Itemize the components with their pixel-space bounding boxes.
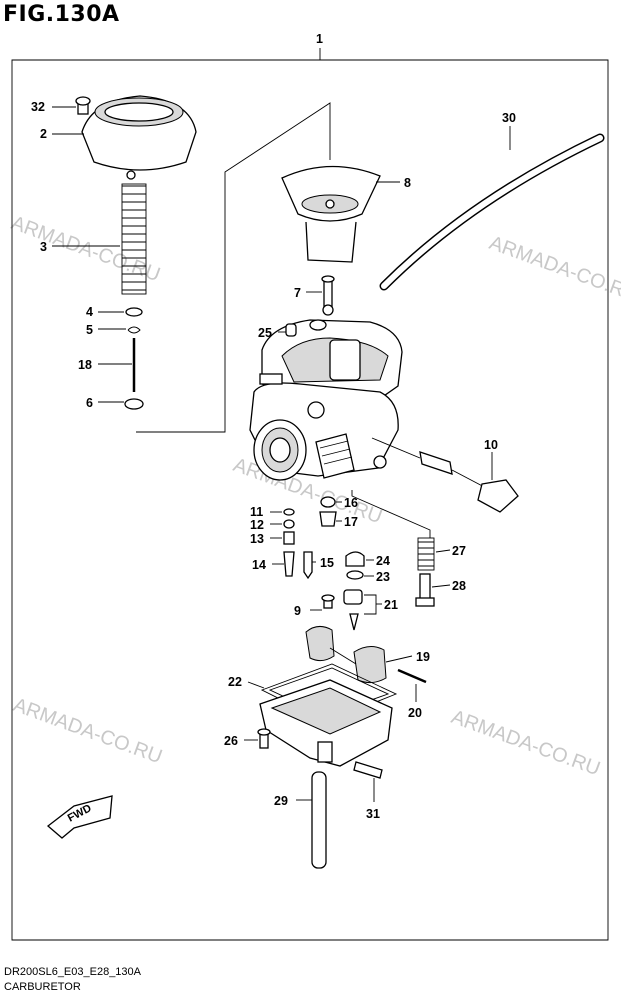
starter-cable-part: [371, 437, 519, 513]
washer-part: [346, 570, 364, 580]
callout-7: 7: [294, 286, 301, 300]
screw-part: [257, 728, 271, 749]
callout-26: 26: [224, 734, 238, 748]
main-jet-part: [345, 551, 365, 567]
plug-part: [285, 323, 297, 337]
needle-valve-part: [343, 589, 363, 605]
clip-part: [127, 326, 141, 334]
washer-part: [125, 307, 143, 317]
spring-part: [121, 183, 147, 295]
assembly-frame: [11, 48, 609, 941]
callout-4: 4: [86, 305, 93, 319]
watermark: ARMADA-CO.RU: [10, 694, 165, 768]
callout-6: 6: [86, 396, 93, 410]
needle-jet-part: [319, 511, 337, 527]
leader-lines: [52, 106, 511, 802]
watermark: ARMADA-CO.RU: [8, 212, 163, 286]
top-cap-part: [81, 95, 197, 180]
diagram-code: DR200SL6_E03_E28_130A: [4, 966, 142, 978]
callout-8: 8: [404, 176, 411, 190]
callout-15: 15: [320, 556, 334, 570]
screw-part: [321, 594, 335, 609]
callout-2: 2: [40, 127, 47, 141]
float-pin-part: [397, 668, 427, 684]
watermark: ARMADA-CO.RU: [486, 232, 621, 306]
callout-10: 10: [484, 438, 498, 452]
callout-32: 32: [31, 100, 45, 114]
callout-5: 5: [86, 323, 93, 337]
drain-screw-part: [353, 761, 383, 779]
watermark: ARMADA-CO.RU: [448, 706, 603, 780]
callout-31: 31: [366, 807, 380, 821]
diaphragm-piston-part: [281, 165, 381, 263]
callout-30: 30: [502, 111, 516, 125]
callout-24: 24: [376, 554, 390, 568]
carburetor-body: [249, 319, 403, 481]
callout-3: 3: [40, 240, 47, 254]
pilot-screw-part: [283, 551, 295, 577]
callout-11: 11: [250, 505, 263, 519]
callout-29: 29: [274, 794, 288, 808]
callout-9: 9: [294, 604, 301, 618]
float-part: [305, 626, 387, 684]
screw-part: [321, 275, 335, 316]
top-group-bracket: [136, 102, 331, 433]
callout-22: 22: [228, 675, 242, 689]
callout-21: 21: [384, 598, 398, 612]
callout-18: 18: [78, 358, 92, 372]
needle-seat-part: [124, 398, 144, 410]
callout-28: 28: [452, 579, 466, 593]
screw-part: [75, 96, 91, 115]
drain-hose-part: [311, 771, 327, 869]
callout-20: 20: [408, 706, 422, 720]
callout-12: 12: [250, 518, 264, 532]
pilot-jet-part: [303, 551, 313, 580]
o-ring-part: [283, 508, 295, 516]
callout-labels: 1 32 2 3 4 5 18 6 8 7 30 25 10 11 12 13 …: [31, 32, 516, 821]
callout-16: 16: [344, 496, 358, 510]
throttle-stop-screw-part: [415, 573, 435, 607]
callout-23: 23: [376, 570, 390, 584]
washer-part: [283, 519, 295, 529]
pilot-screw-spring-part: [283, 531, 295, 545]
throttle-stop-spring-part: [417, 537, 435, 571]
callout-14: 14: [252, 558, 266, 572]
diagram-name: CARBURETOR: [4, 981, 81, 993]
float-chamber-part: [259, 679, 393, 767]
forward-direction-marker: FWD: [46, 795, 113, 839]
callout-17: 17: [344, 515, 358, 529]
callout-27: 27: [452, 544, 466, 558]
callout-13: 13: [250, 532, 264, 546]
figure-title: FIG.130A: [3, 2, 120, 27]
callout-1: 1: [316, 32, 323, 46]
o-ring-part: [320, 496, 336, 508]
callout-25: 25: [258, 326, 272, 340]
callout-19: 19: [416, 650, 430, 664]
